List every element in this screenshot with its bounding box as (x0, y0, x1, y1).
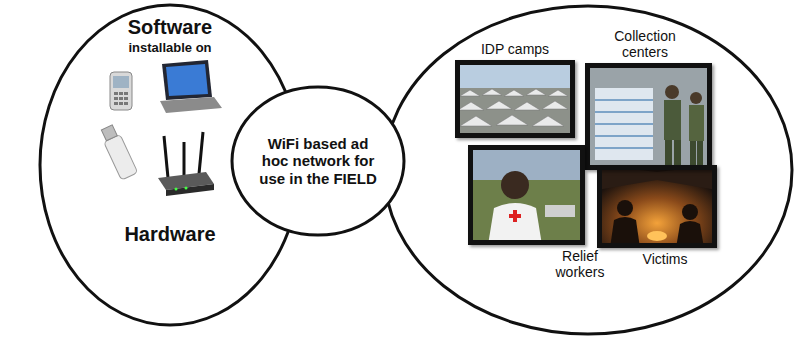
network-ellipse: WiFi based ad hoc network for use in the… (230, 85, 406, 237)
node-text: installable on (128, 41, 211, 56)
photo-label: Collection centers (605, 28, 685, 60)
outline-ellipse (232, 87, 404, 235)
photo-frame: Relief workers (468, 145, 585, 245)
supplies-photo (585, 63, 712, 170)
photo-frame: IDP camps (455, 60, 575, 138)
relief-photo (468, 145, 585, 245)
photo-frame: Victims (597, 165, 717, 248)
photo-label: IDP camps (481, 41, 549, 57)
node-text: Software (128, 16, 212, 39)
photo-label: Victims (643, 251, 688, 267)
camp-photo (455, 60, 575, 138)
node-text: Hardware (124, 223, 215, 246)
victims-photo (597, 165, 717, 248)
usb-stick-icon (99, 124, 138, 181)
region-circle (384, 6, 792, 334)
node-text: WiFi based ad hoc network for use in the… (255, 135, 381, 187)
photo-label: Relief workers (549, 248, 611, 280)
outline-ellipse (40, 5, 300, 325)
phone-icon (110, 72, 132, 110)
laptop-icon (160, 60, 222, 113)
photo-frame: Collection centers (585, 63, 712, 170)
router-icon (158, 132, 214, 196)
